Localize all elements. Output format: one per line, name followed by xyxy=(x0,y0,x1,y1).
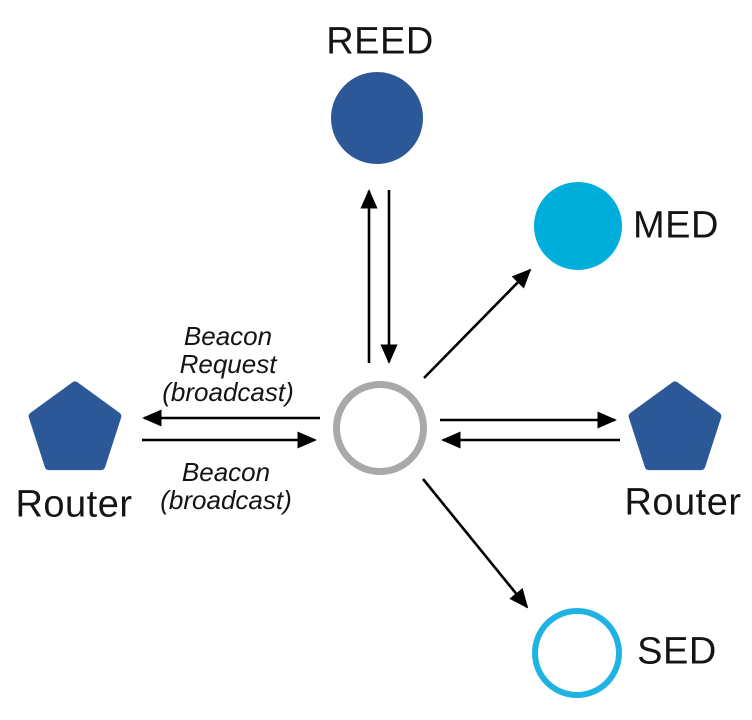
beacon-request-label: Beacon Request (broadcast) xyxy=(162,321,294,407)
router-right-node xyxy=(628,381,722,471)
joiner-node xyxy=(333,381,427,475)
arrow-joiner-to-med xyxy=(423,268,532,379)
router-left-node xyxy=(28,381,122,471)
router-left-label: Router xyxy=(15,483,133,526)
sed-label: SED xyxy=(637,630,717,673)
router-right-label: Router xyxy=(624,481,742,524)
med-label: MED xyxy=(633,204,719,247)
reed-node xyxy=(331,72,423,164)
sed-node xyxy=(532,608,622,698)
med-node xyxy=(534,182,622,270)
beacon-label: Beacon (broadcast) xyxy=(160,457,292,515)
arrow-joiner-to-sed xyxy=(421,478,529,609)
reed-label: REED xyxy=(326,20,434,63)
